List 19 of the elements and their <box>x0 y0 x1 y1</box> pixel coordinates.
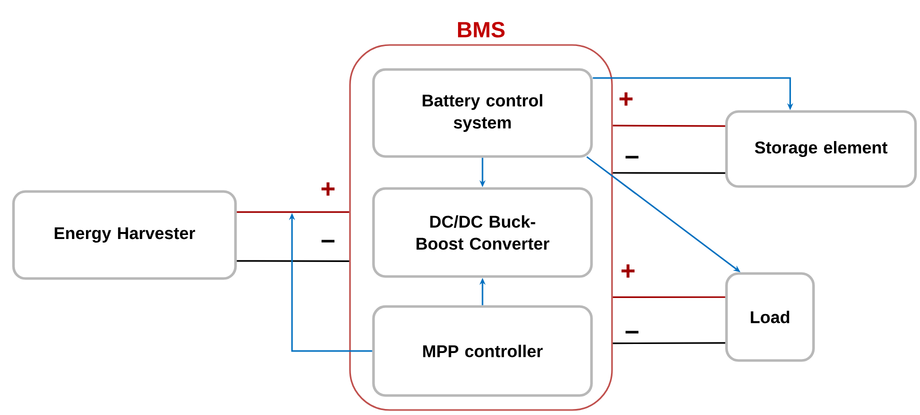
polarity-sign: + <box>322 182 335 196</box>
polarity-sign: + <box>620 92 633 106</box>
process-box: Storage element <box>725 110 917 188</box>
process-box: DC/DC Buck-Boost Converter <box>372 187 593 278</box>
group-title: BMS <box>458 22 505 38</box>
wire <box>612 342 726 344</box>
process-box: Energy Harvester <box>12 190 237 280</box>
polarity-sign: + <box>622 264 635 278</box>
wire <box>612 124 726 127</box>
wire <box>612 296 726 298</box>
process-box: Battery control system <box>372 68 593 158</box>
wire <box>236 211 350 213</box>
polarity-sign: – <box>322 240 334 242</box>
polarity-sign: – <box>626 330 638 334</box>
wire <box>236 260 350 262</box>
wire <box>612 172 726 174</box>
polarity-sign: – <box>626 156 638 158</box>
process-box: Load <box>725 272 815 362</box>
process-box: MPP controller <box>372 305 593 397</box>
